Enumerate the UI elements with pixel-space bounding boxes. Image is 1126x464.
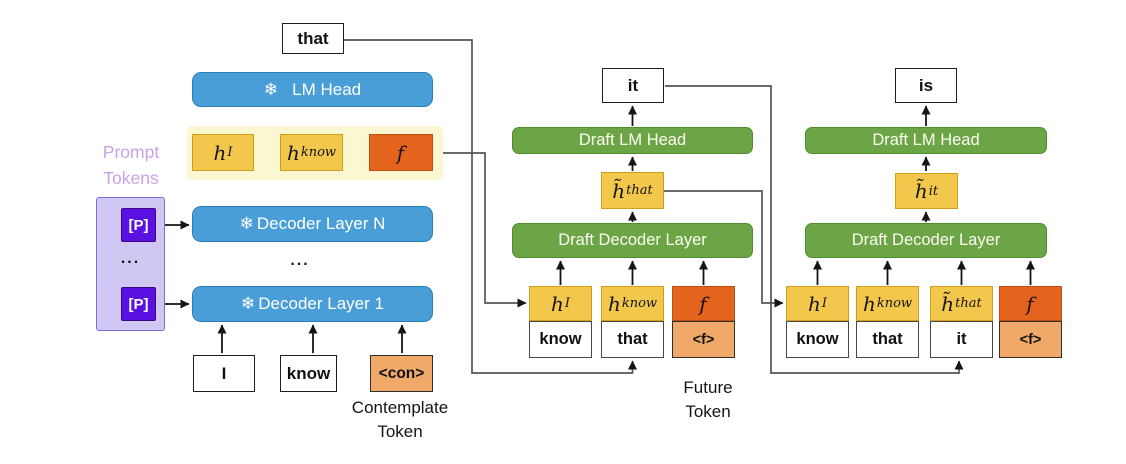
predicted-token-that: that	[282, 23, 344, 54]
draft2-hidden-h-it: h̃it	[895, 173, 958, 209]
hidden-state-base: h	[286, 140, 300, 165]
hidden-state-sub: know	[300, 145, 337, 160]
hidden-state-base: h̃	[612, 178, 626, 203]
hidden-state-sub: I	[821, 296, 828, 311]
draft1-predicted-token-it: it	[602, 68, 664, 103]
input-token-know: know	[280, 355, 337, 392]
hidden-state-base: h̃	[914, 179, 928, 203]
draft2-decoder-box: Draft Decoder Layer	[805, 223, 1047, 258]
prompt-tokens-label: Prompt Tokens	[86, 139, 176, 191]
draft2-lm-head-box: Draft LM Head	[805, 127, 1047, 154]
draft1-col3-hidden: f	[672, 286, 735, 321]
decoder-layer-n-box: ❄ Decoder Layer N	[192, 206, 433, 242]
future-token-label-line2: Token	[685, 402, 731, 421]
hidden-state-sub: that	[955, 296, 982, 311]
draft1-col1-token: know	[529, 321, 592, 358]
draft2-col1-token: know	[786, 321, 849, 358]
decoder-layer-1-box: ❄ Decoder Layer 1	[192, 286, 433, 322]
draft2-col3-token: it	[930, 321, 993, 358]
hidden-state-base: h	[807, 291, 821, 316]
draft2-col4-token: <f>	[999, 321, 1062, 358]
draft2-predicted-token-is: is	[895, 68, 957, 103]
hidden-state-base: h	[862, 291, 876, 316]
prompt-tokens-label-line2: Tokens	[103, 168, 159, 188]
decoder-layers-ellipsis: ...	[290, 252, 310, 269]
future-token-label: Future Token	[663, 376, 753, 424]
prompt-token-p-top: [P]	[121, 208, 156, 242]
contemplation-feature-f: f	[369, 134, 433, 171]
draft2-col4-hidden: f	[999, 286, 1062, 321]
lm-head-box: ❄ LM Head	[192, 72, 433, 107]
hidden-state-base: h	[607, 291, 621, 316]
draft1-hidden-h-that: h̃that	[601, 172, 664, 209]
draft2-col3-hidden: h̃that	[930, 286, 993, 321]
draft2-col2-token: that	[856, 321, 919, 358]
snowflake-icon: ❄	[239, 214, 254, 234]
input-token-i: I	[193, 355, 255, 392]
snowflake-icon: ❄	[241, 294, 256, 314]
hidden-state-sub: I	[227, 145, 233, 160]
hidden-state-sub: it	[928, 183, 939, 199]
hidden-state-sub: know	[876, 296, 913, 311]
hidden-state-base: h̃	[941, 291, 955, 316]
decoder-layer-n-label: Decoder Layer N	[256, 214, 386, 233]
hidden-state-base: f	[396, 140, 405, 165]
prompt-token-p-bottom: [P]	[121, 287, 156, 321]
decoder-layer-1-label: Decoder Layer 1	[258, 294, 384, 313]
hidden-state-base: h	[550, 291, 564, 316]
future-token-label-line1: Future	[683, 378, 733, 397]
prompt-group-ellipsis: ...	[120, 250, 141, 267]
draft1-lm-head-box: Draft LM Head	[512, 127, 753, 154]
prompt-tokens-label-line1: Prompt	[102, 142, 160, 162]
draft1-decoder-box: Draft Decoder Layer	[512, 223, 753, 258]
hidden-state-sub: I	[564, 296, 571, 311]
hidden-state-base: f	[1026, 291, 1034, 316]
hidden-state-base: h	[213, 140, 227, 165]
draft1-col3-token: <f>	[672, 321, 735, 358]
snowflake-icon: ❄	[263, 79, 279, 100]
draft1-col2-token: that	[601, 321, 664, 358]
contemplate-token-label: Contemplate Token	[325, 396, 475, 444]
input-token-con: <con>	[370, 355, 433, 392]
contemplate-token-label-line2: Token	[377, 422, 423, 441]
lm-head-label: LM Head	[292, 79, 362, 99]
hidden-state-sub: know	[621, 296, 658, 311]
hidden-state-base: f	[699, 291, 707, 316]
hidden-state-sub: that	[626, 183, 653, 198]
contemplate-token-label-line1: Contemplate	[351, 398, 449, 417]
